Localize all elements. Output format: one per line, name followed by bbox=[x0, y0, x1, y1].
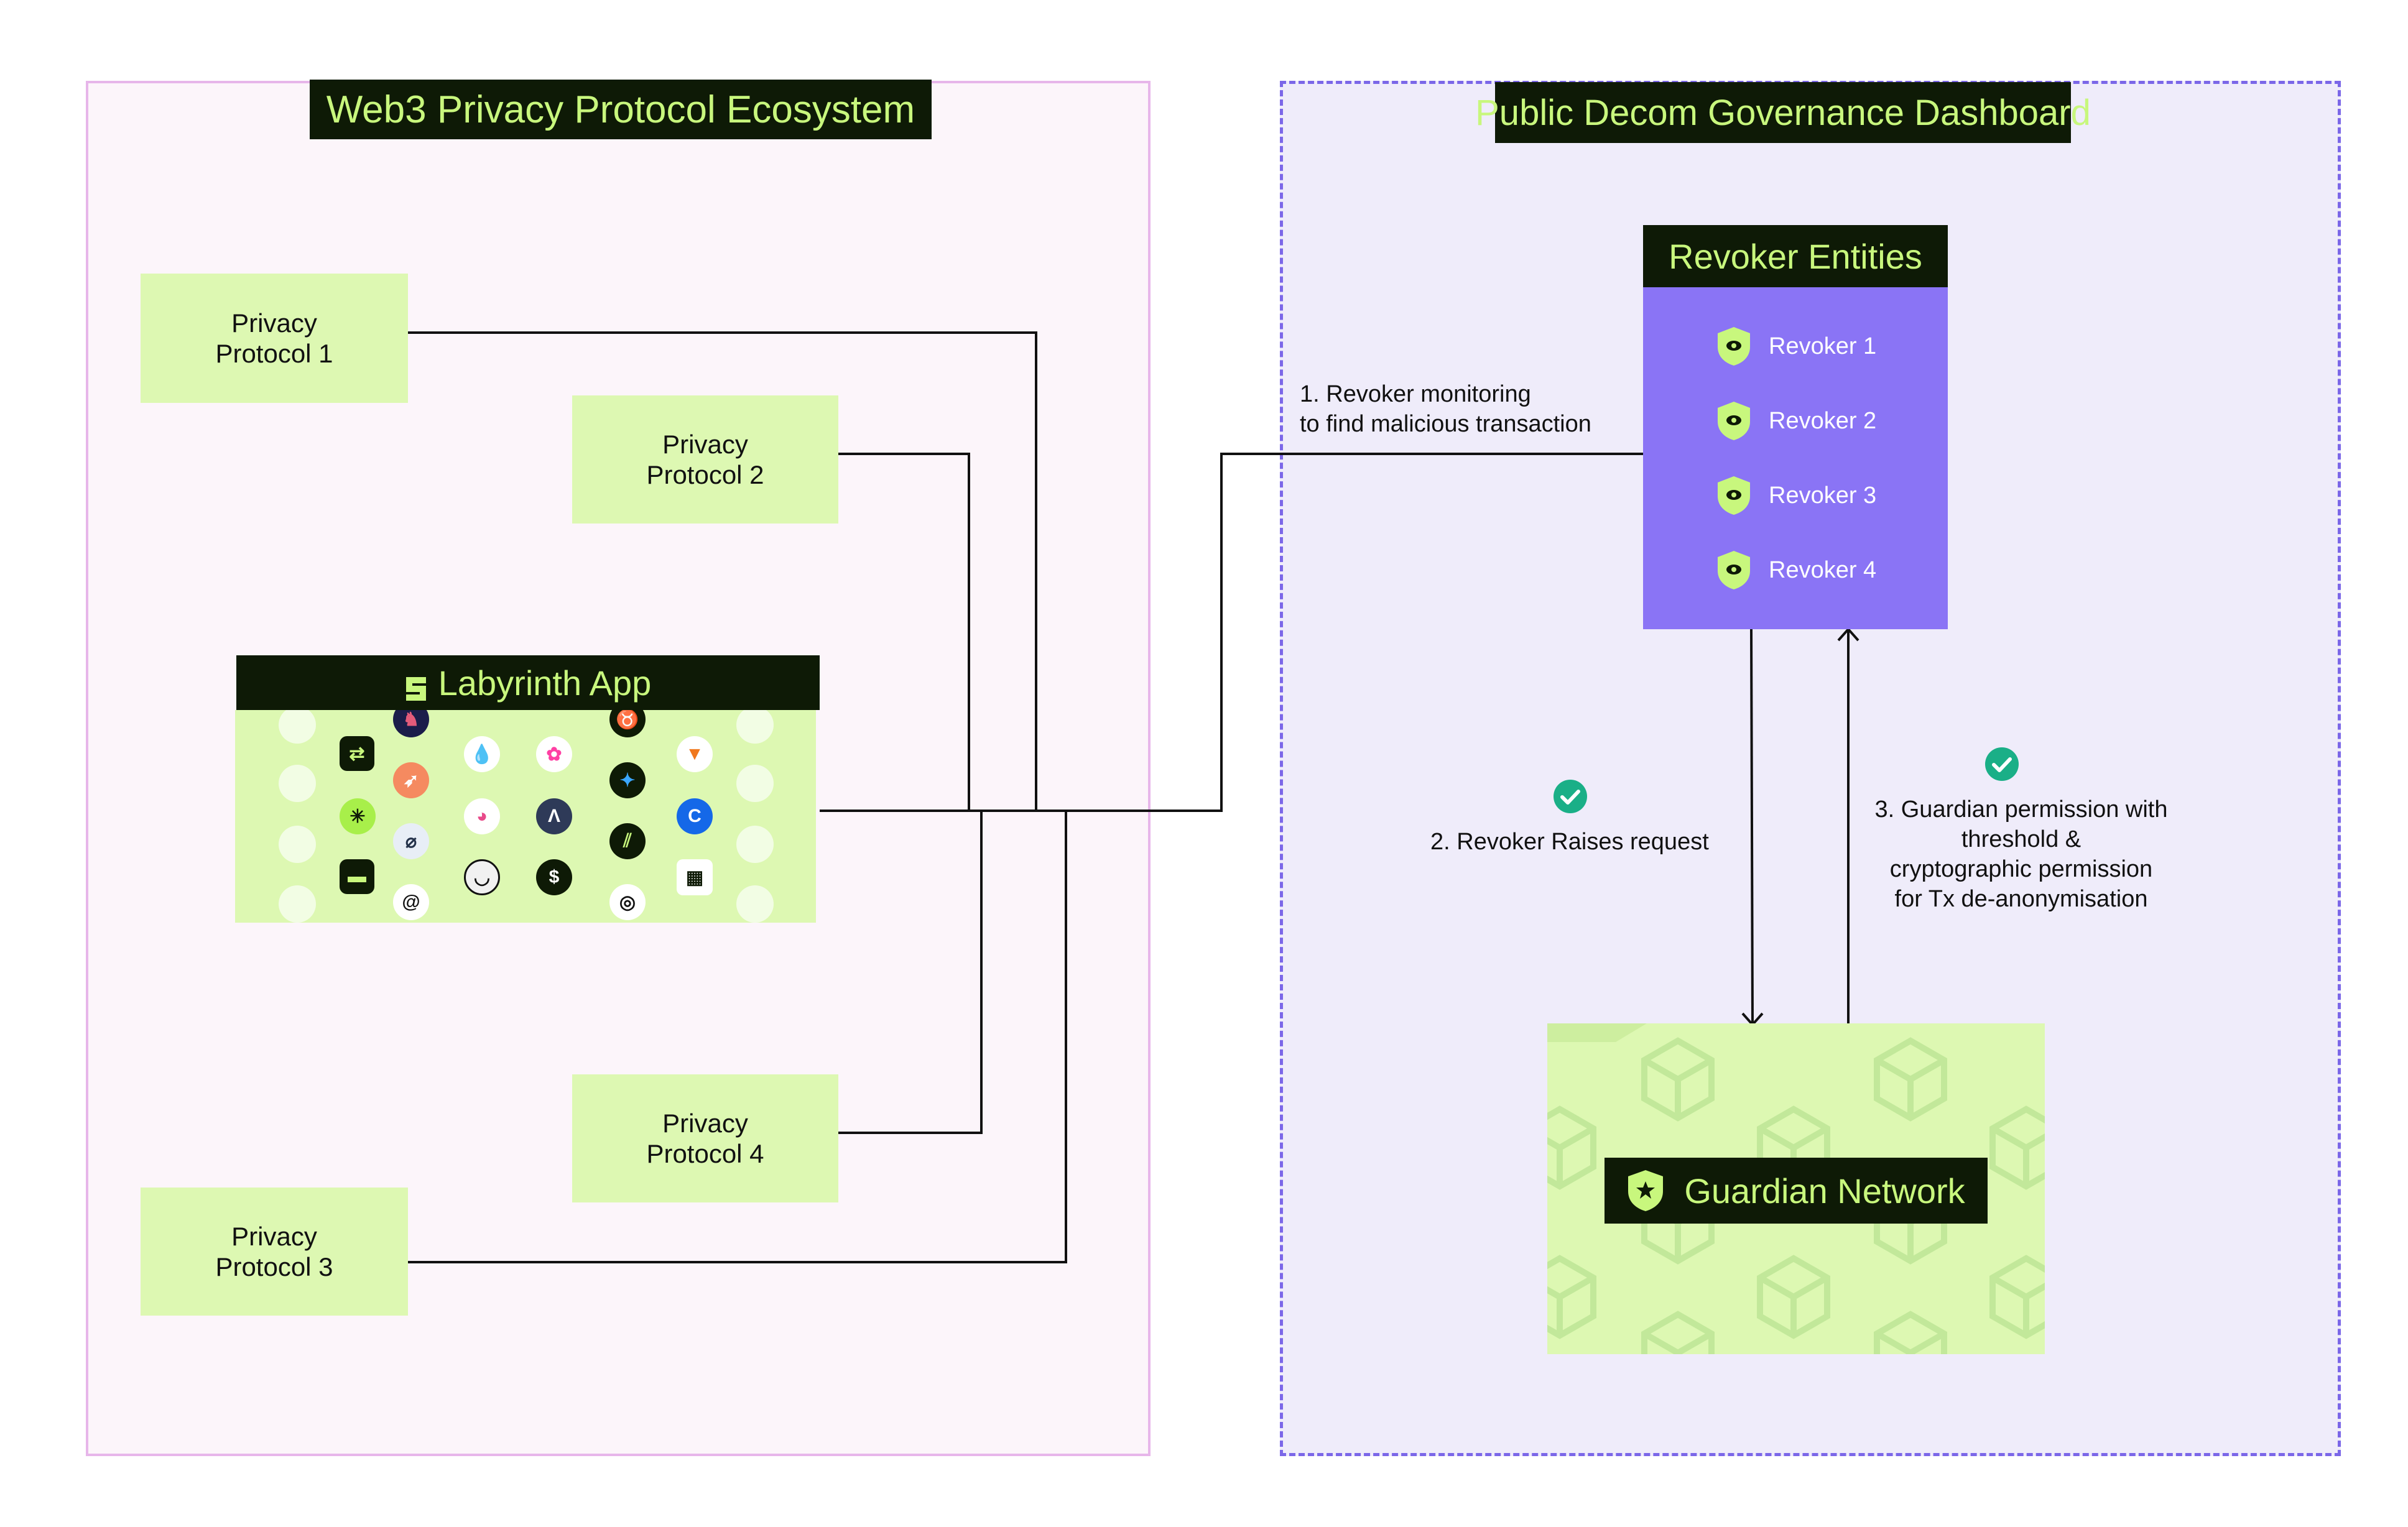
labyrinth-logo-icon bbox=[405, 670, 427, 701]
check-circle-icon bbox=[1554, 780, 1587, 813]
bitcoin-app-icon: $ bbox=[536, 859, 572, 895]
wire-labyrinth-revoker bbox=[820, 453, 1643, 812]
goat-app-icon: ♉ bbox=[609, 710, 646, 737]
rocket-app-icon: ➶ bbox=[393, 762, 429, 798]
protocol-4-line1: Privacy bbox=[662, 1109, 748, 1138]
uniswap-app-icon: ✿ bbox=[536, 736, 572, 772]
protocol-1-line2: Protocol 1 bbox=[215, 339, 333, 368]
labyrinth-app-header: Labyrinth App bbox=[236, 655, 820, 710]
revoker-entities-title: Revoker Entities bbox=[1643, 225, 1948, 287]
grid-app-icon: ▦ bbox=[677, 859, 713, 895]
revoker-3-label: Revoker 3 bbox=[1769, 482, 1877, 509]
shield-star-icon bbox=[1628, 1170, 1664, 1211]
revoker-2-label: Revoker 2 bbox=[1769, 407, 1877, 434]
step-3-note: 3. Guardian permission with threshold & … bbox=[1853, 795, 2189, 914]
metamask-app-icon: ▼ bbox=[677, 736, 713, 772]
wire-protocol-3 bbox=[407, 811, 1067, 1263]
protocol-2-line2: Protocol 2 bbox=[646, 460, 764, 489]
step-1-note: 1. Revoker monitoring to find malicious … bbox=[1300, 379, 1591, 439]
step-1-line-2: to find malicious transaction bbox=[1300, 411, 1591, 437]
shield-eye-icon bbox=[1718, 476, 1750, 515]
protocol-3-line1: Privacy bbox=[231, 1222, 317, 1251]
spark-app-icon: ✳ bbox=[340, 798, 376, 834]
guardian-network-title: Guardian Network bbox=[1684, 1171, 1965, 1211]
cube-pattern bbox=[1547, 1023, 2045, 1354]
wire-protocol-2 bbox=[838, 453, 970, 811]
thermometer-app-icon: ⌀ bbox=[393, 823, 429, 859]
labyrinth-app-title: Labyrinth App bbox=[438, 663, 652, 703]
droplet-app-icon: 💧 bbox=[464, 736, 500, 772]
check-circle-icon bbox=[1985, 747, 2019, 781]
step-3-line-2: threshold & bbox=[1961, 826, 2082, 852]
step-3-line-1: 3. Guardian permission with bbox=[1874, 796, 2168, 823]
shield-eye-icon bbox=[1718, 551, 1750, 589]
wire-protocol-1 bbox=[407, 331, 1037, 811]
mask-app-icon: ◡ bbox=[464, 859, 500, 895]
wallet-app-icon: ▬ bbox=[340, 859, 374, 894]
revoker-4-label: Revoker 4 bbox=[1769, 556, 1877, 583]
revoker-item-2: Revoker 2 bbox=[1716, 399, 1876, 443]
spiral-app-icon: @ bbox=[393, 884, 429, 920]
step-1-line-1: 1. Revoker monitoring bbox=[1300, 381, 1531, 407]
labyrinth-app-body: ⇄ ✳ ▬ ♞ ➶ ⌀ @ 💧 ◕ ◡ ✿ Λ $ ♉ ✦ ⫽ ◎ ▼ C ▦ bbox=[235, 710, 816, 923]
coinbase-app-icon: C bbox=[677, 798, 713, 834]
protocol-4-line2: Protocol 4 bbox=[646, 1139, 764, 1168]
protocol-2-line1: Privacy bbox=[662, 430, 748, 459]
unicorn-app-icon: ♞ bbox=[393, 710, 429, 737]
shield-eye-icon bbox=[1718, 327, 1750, 366]
rainbow-app-icon: ◕ bbox=[464, 798, 500, 834]
guardian-network-label: Guardian Network bbox=[1605, 1158, 1988, 1224]
revoker-item-3: Revoker 3 bbox=[1716, 474, 1876, 517]
arbitrum-app-icon: Λ bbox=[536, 798, 572, 834]
revoker-item-1: Revoker 1 bbox=[1716, 325, 1876, 368]
butterfly-app-icon: ✦ bbox=[609, 762, 646, 798]
cow-app-icon: ◎ bbox=[609, 884, 646, 920]
dashboard-title: Public Decom Governance Dashboard bbox=[1475, 82, 2091, 143]
revoker-1-label: Revoker 1 bbox=[1769, 333, 1877, 359]
step-2-note: 2. Revoker Raises request bbox=[1430, 827, 1709, 857]
protocol-1-line1: Privacy bbox=[231, 308, 317, 338]
step-3-line-4: for Tx de-anonymisation bbox=[1894, 886, 2148, 912]
wire-protocol-4 bbox=[838, 811, 983, 1134]
ecosystem-title: Web3 Privacy Protocol Ecosystem bbox=[310, 80, 932, 139]
revoker-item-4: Revoker 4 bbox=[1716, 548, 1876, 592]
shield-eye-icon bbox=[1718, 402, 1750, 440]
revoker-entities-box bbox=[1643, 225, 1948, 629]
step-2-line-1: 2. Revoker Raises request bbox=[1430, 829, 1709, 855]
protocol-3-line2: Protocol 3 bbox=[215, 1252, 333, 1281]
stripes-app-icon: ⫽ bbox=[609, 823, 646, 859]
arrowhead-up bbox=[1837, 627, 1859, 642]
swap-app-icon: ⇄ bbox=[340, 736, 374, 771]
step-3-line-3: cryptographic permission bbox=[1889, 856, 2153, 882]
arrow-revoker-to-guardian bbox=[1750, 629, 1754, 1024]
